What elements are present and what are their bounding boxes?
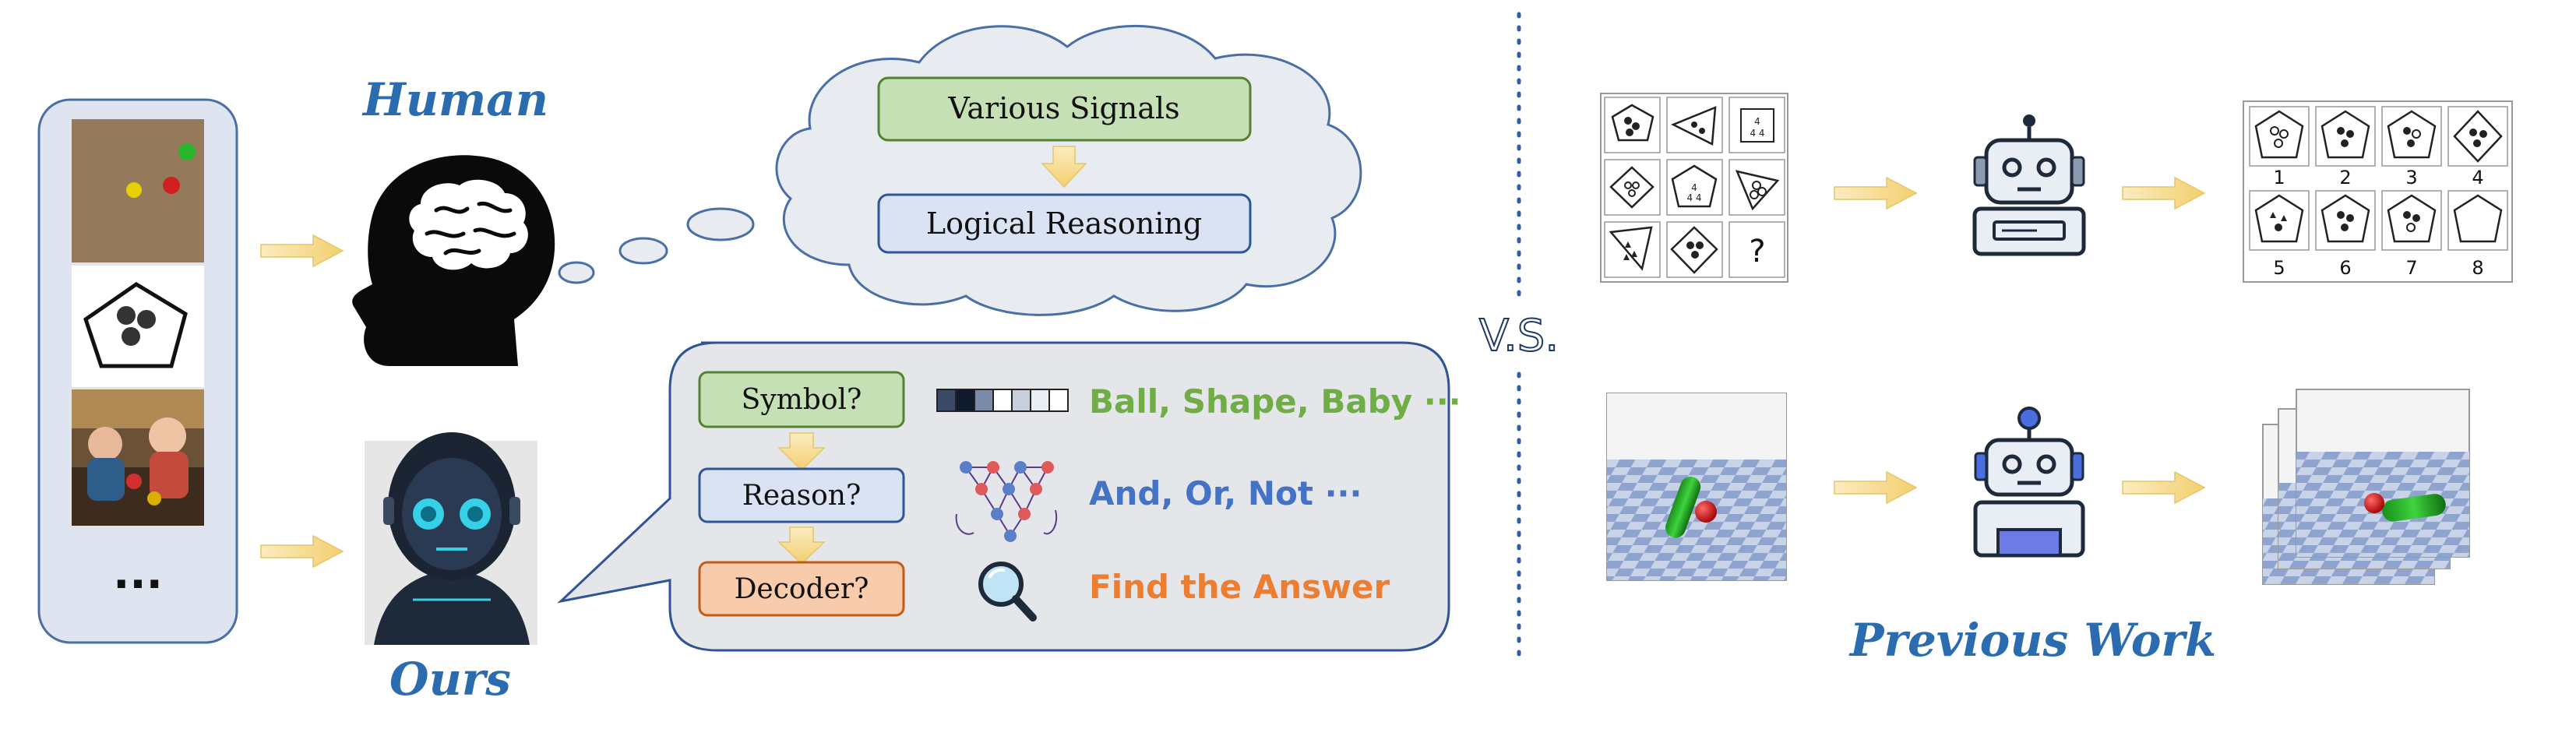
logical-reasoning-label: Logical Reasoning [926, 206, 1202, 241]
arrow-down-2 [777, 526, 826, 565]
symbol-step-box [698, 371, 905, 428]
arrow-robot-to-answers [2122, 176, 2206, 210]
arrow-robot-to-scenes [2122, 470, 2206, 505]
human-title: Human [361, 73, 548, 126]
thought-dots [558, 207, 755, 284]
svg-text:4 4: 4 4 [1750, 128, 1764, 139]
puzzle-question-mark: ? [1749, 234, 1765, 269]
answer-label: 8 [2472, 257, 2483, 279]
reason-step-box [698, 467, 905, 523]
answer-label: 6 [2339, 257, 2351, 279]
ellipsis-text: ... [113, 548, 163, 599]
symbol-description: Ball, Shape, Baby ··· [1089, 382, 1461, 421]
answer-choices [2243, 100, 2513, 283]
various-signals-box [877, 76, 1252, 142]
image-babies-photo [72, 389, 204, 526]
previous-work-title: Previous Work [1848, 614, 2216, 667]
svg-text:4: 4 [1691, 182, 1697, 193]
answer-label: 3 [2405, 167, 2417, 188]
symbol-bar-icon [936, 389, 1069, 412]
reason-description: And, Or, Not ··· [1089, 474, 1362, 512]
svg-text:4 4: 4 4 [1686, 192, 1701, 203]
reason-step-label: Reason? [742, 480, 862, 512]
input-panel [37, 98, 238, 644]
answer-label: 1 [2273, 167, 2285, 188]
answer-label: 2 [2339, 167, 2351, 188]
svg-text:4: 4 [1754, 116, 1760, 127]
robot-icon-bottom [1973, 407, 2085, 558]
robot-icon-top [1972, 114, 2086, 256]
neural-network-nodes [960, 461, 1054, 542]
puzzle-grid: 4 4 4 4 4 4 [1600, 93, 1788, 283]
answer-label: 4 [2472, 167, 2483, 188]
arrow-scene-to-robot [1834, 470, 1918, 505]
decoder-step-box [698, 561, 905, 617]
ours-robot-icon [365, 432, 537, 645]
arrow-panel-to-ours [260, 534, 344, 569]
simulation-scenes-output [2262, 389, 2470, 585]
image-pentagon-shape [72, 266, 204, 387]
arrow-panel-to-human [260, 234, 344, 268]
simulation-scene-input [1606, 393, 1787, 581]
arrow-down-1 [777, 432, 826, 472]
decoder-description: Find the Answer [1089, 568, 1390, 606]
magnifier-icon [978, 562, 1037, 622]
vs-label: V.S. [1479, 311, 1559, 361]
logical-reasoning-box [877, 193, 1252, 254]
brain-head-icon [352, 155, 555, 366]
answer-labels: 1 2 3 4 5 6 7 8 [2273, 167, 2483, 279]
neural-network-icon [955, 467, 1058, 537]
decoder-step-label: Decoder? [735, 573, 869, 605]
answer-label: 5 [2273, 257, 2285, 279]
arrow-down-thought [1041, 146, 1087, 188]
image-balls-on-floor [72, 119, 204, 262]
answer-label: 7 [2405, 257, 2417, 279]
various-signals-label: Various Signals [947, 91, 1179, 125]
symbol-step-label: Symbol? [742, 384, 862, 416]
ours-title: Ours [389, 653, 511, 706]
arrow-puzzle-to-robot [1834, 176, 1918, 210]
